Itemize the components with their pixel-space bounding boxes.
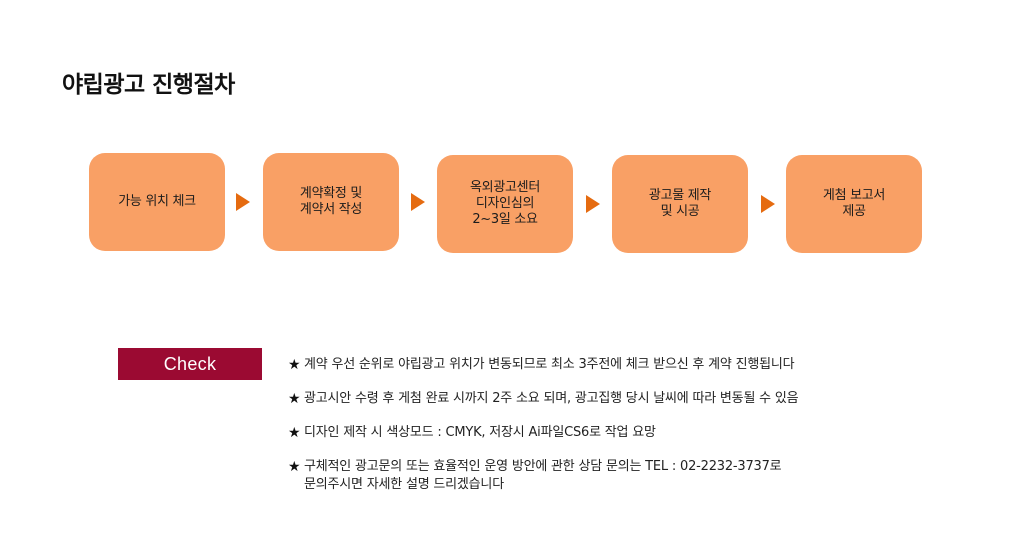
star-icon: ★ xyxy=(288,391,301,407)
check-notes-list: ★ 계약 우선 순위로 야립광고 위치가 변동되므로 최소 3주전에 체크 받으… xyxy=(288,356,988,510)
step-5-box: 게첨 보고서 제공 xyxy=(786,155,922,253)
step-4-box: 광고물 제작 및 시공 xyxy=(612,155,748,253)
check-badge: Check xyxy=(118,348,262,380)
step-3-box: 옥외광고센터 디자인심의 2~3일 소요 xyxy=(437,155,573,253)
step-1-box: 가능 위치 체크 xyxy=(89,153,225,251)
arrow-right-icon xyxy=(586,195,600,213)
step-2-box: 계약확정 및 계약서 작성 xyxy=(263,153,399,251)
note-text: 계약 우선 순위로 야립광고 위치가 변동되므로 최소 3주전에 체크 받으신 … xyxy=(304,357,795,372)
arrow-right-icon xyxy=(236,193,250,211)
arrow-right-icon xyxy=(761,195,775,213)
note-text: 구체적인 광고문의 또는 효율적인 운영 방안에 관한 상담 문의는 TEL :… xyxy=(304,459,782,492)
arrow-right-icon xyxy=(411,193,425,211)
page-title: 야립광고 진행절차 xyxy=(62,72,235,99)
star-icon: ★ xyxy=(288,357,301,373)
list-item: ★ 광고시안 수령 후 게첨 완료 시까지 2주 소요 되며, 광고집행 당시 … xyxy=(288,390,988,408)
list-item: ★ 계약 우선 순위로 야립광고 위치가 변동되므로 최소 3주전에 체크 받으… xyxy=(288,356,988,374)
list-item: ★ 디자인 제작 시 색상모드 : CMYK, 저장시 Ai파일CS6로 작업 … xyxy=(288,424,988,442)
note-text: 광고시안 수령 후 게첨 완료 시까지 2주 소요 되며, 광고집행 당시 날씨… xyxy=(304,391,799,406)
star-icon: ★ xyxy=(288,425,301,441)
list-item: ★ 구체적인 광고문의 또는 효율적인 운영 방안에 관한 상담 문의는 TEL… xyxy=(288,458,988,494)
note-text: 디자인 제작 시 색상모드 : CMYK, 저장시 Ai파일CS6로 작업 요망 xyxy=(304,425,656,440)
star-icon: ★ xyxy=(288,459,301,475)
